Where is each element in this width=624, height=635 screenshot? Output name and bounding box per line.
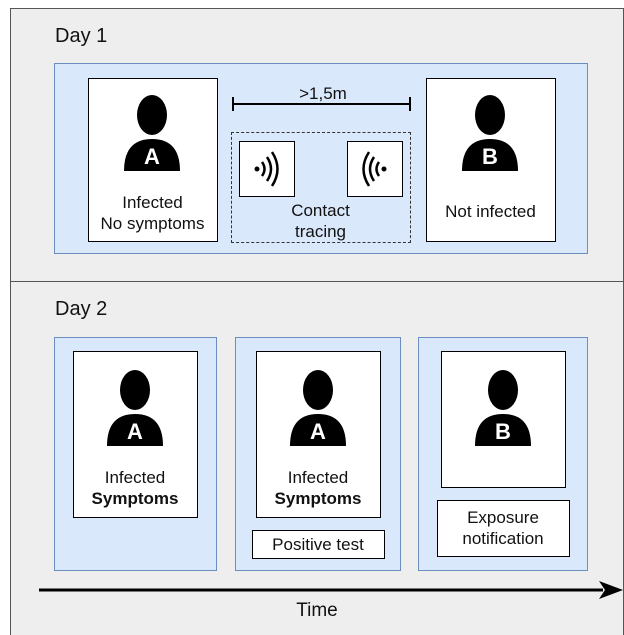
svg-text:B: B	[495, 419, 511, 444]
person-a-card: A Infected Symptoms	[73, 351, 198, 518]
exposure-notification-badge: Exposure notification	[437, 500, 570, 557]
person-b-card: B Not infected	[426, 78, 556, 242]
signal-receive-icon	[362, 151, 387, 187]
person-icon: A	[107, 370, 163, 446]
person-b-status: Not infected	[445, 202, 536, 221]
person-a-status: Infected No symptoms	[100, 193, 205, 233]
distance-label: >1,5m	[299, 84, 347, 103]
person-b-card: B	[441, 351, 566, 488]
person-a-card: A Infected Symptoms	[256, 351, 381, 518]
day2-col3: B Exposure notification	[418, 337, 588, 571]
person-b-letter: B	[482, 144, 498, 169]
contact-tracing-box: Contact tracing	[231, 132, 411, 243]
positive-test-badge: Positive test	[252, 530, 385, 559]
arrow-right-icon	[39, 581, 623, 599]
person-a-letter: A	[144, 144, 160, 169]
transmitter-phone	[239, 141, 295, 197]
day2-panel: Day 2 A Infected Symptoms A Infected	[10, 281, 624, 635]
person-icon: B	[475, 370, 531, 446]
day2-col2: A Infected Symptoms Positive test	[235, 337, 401, 571]
distance-marker	[232, 97, 411, 111]
day1-scene: A Infected No symptoms >1,5m	[54, 63, 588, 254]
contact-tracing-label: Contact tracing	[291, 201, 350, 241]
person-icon: A	[124, 95, 180, 171]
svg-text:A: A	[127, 419, 143, 444]
day1-title: Day 1	[55, 25, 108, 47]
receiver-phone	[347, 141, 403, 197]
person-icon: B	[462, 95, 518, 171]
person-a-card: A Infected No symptoms	[88, 78, 218, 242]
day2-title: Day 2	[55, 298, 108, 320]
day2-col1: A Infected Symptoms	[54, 337, 217, 571]
person-a-status: Infected Symptoms	[274, 468, 362, 508]
person-a-status: Infected Symptoms	[91, 468, 179, 508]
signal-transmit-icon	[254, 151, 279, 187]
person-icon: A	[290, 370, 346, 446]
day1-panel: Day 1 A Infected No symptoms >1,5m	[10, 8, 624, 282]
timeline-label: Time	[296, 600, 338, 621]
svg-text:A: A	[310, 419, 326, 444]
